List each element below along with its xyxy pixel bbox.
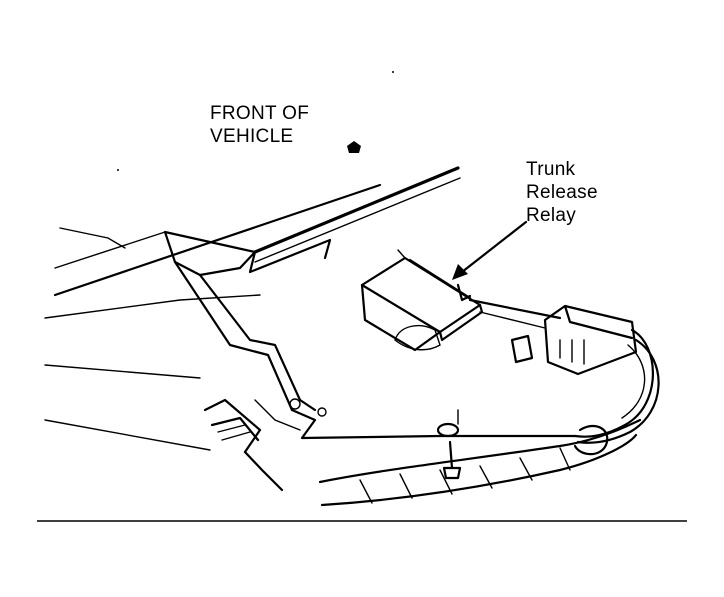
speck: [392, 71, 394, 73]
trunk-release-relay-label-line2: Release: [526, 182, 598, 203]
relay-leader-arrow: [452, 220, 528, 280]
mounting-stud: [436, 409, 462, 480]
latch-clip: [203, 398, 301, 492]
front-of-vehicle-label-line2: VEHICLE: [210, 126, 294, 147]
body-panel-lines: [44, 166, 461, 451]
lower-trim-seal: [318, 418, 642, 507]
wire-harness: [438, 298, 660, 456]
trunk-release-relay-label-line1: Trunk: [526, 159, 576, 180]
mounting-bracket: [163, 230, 442, 440]
trunk-release-relay-box: [360, 249, 484, 352]
wiring-connector: [510, 304, 638, 376]
pentagon-arrow-icon: [347, 141, 361, 153]
trunk-release-relay-label-line3: Relay: [526, 205, 577, 226]
speck: [117, 169, 119, 171]
front-of-vehicle-label-line1: FRONT OF: [210, 103, 310, 124]
